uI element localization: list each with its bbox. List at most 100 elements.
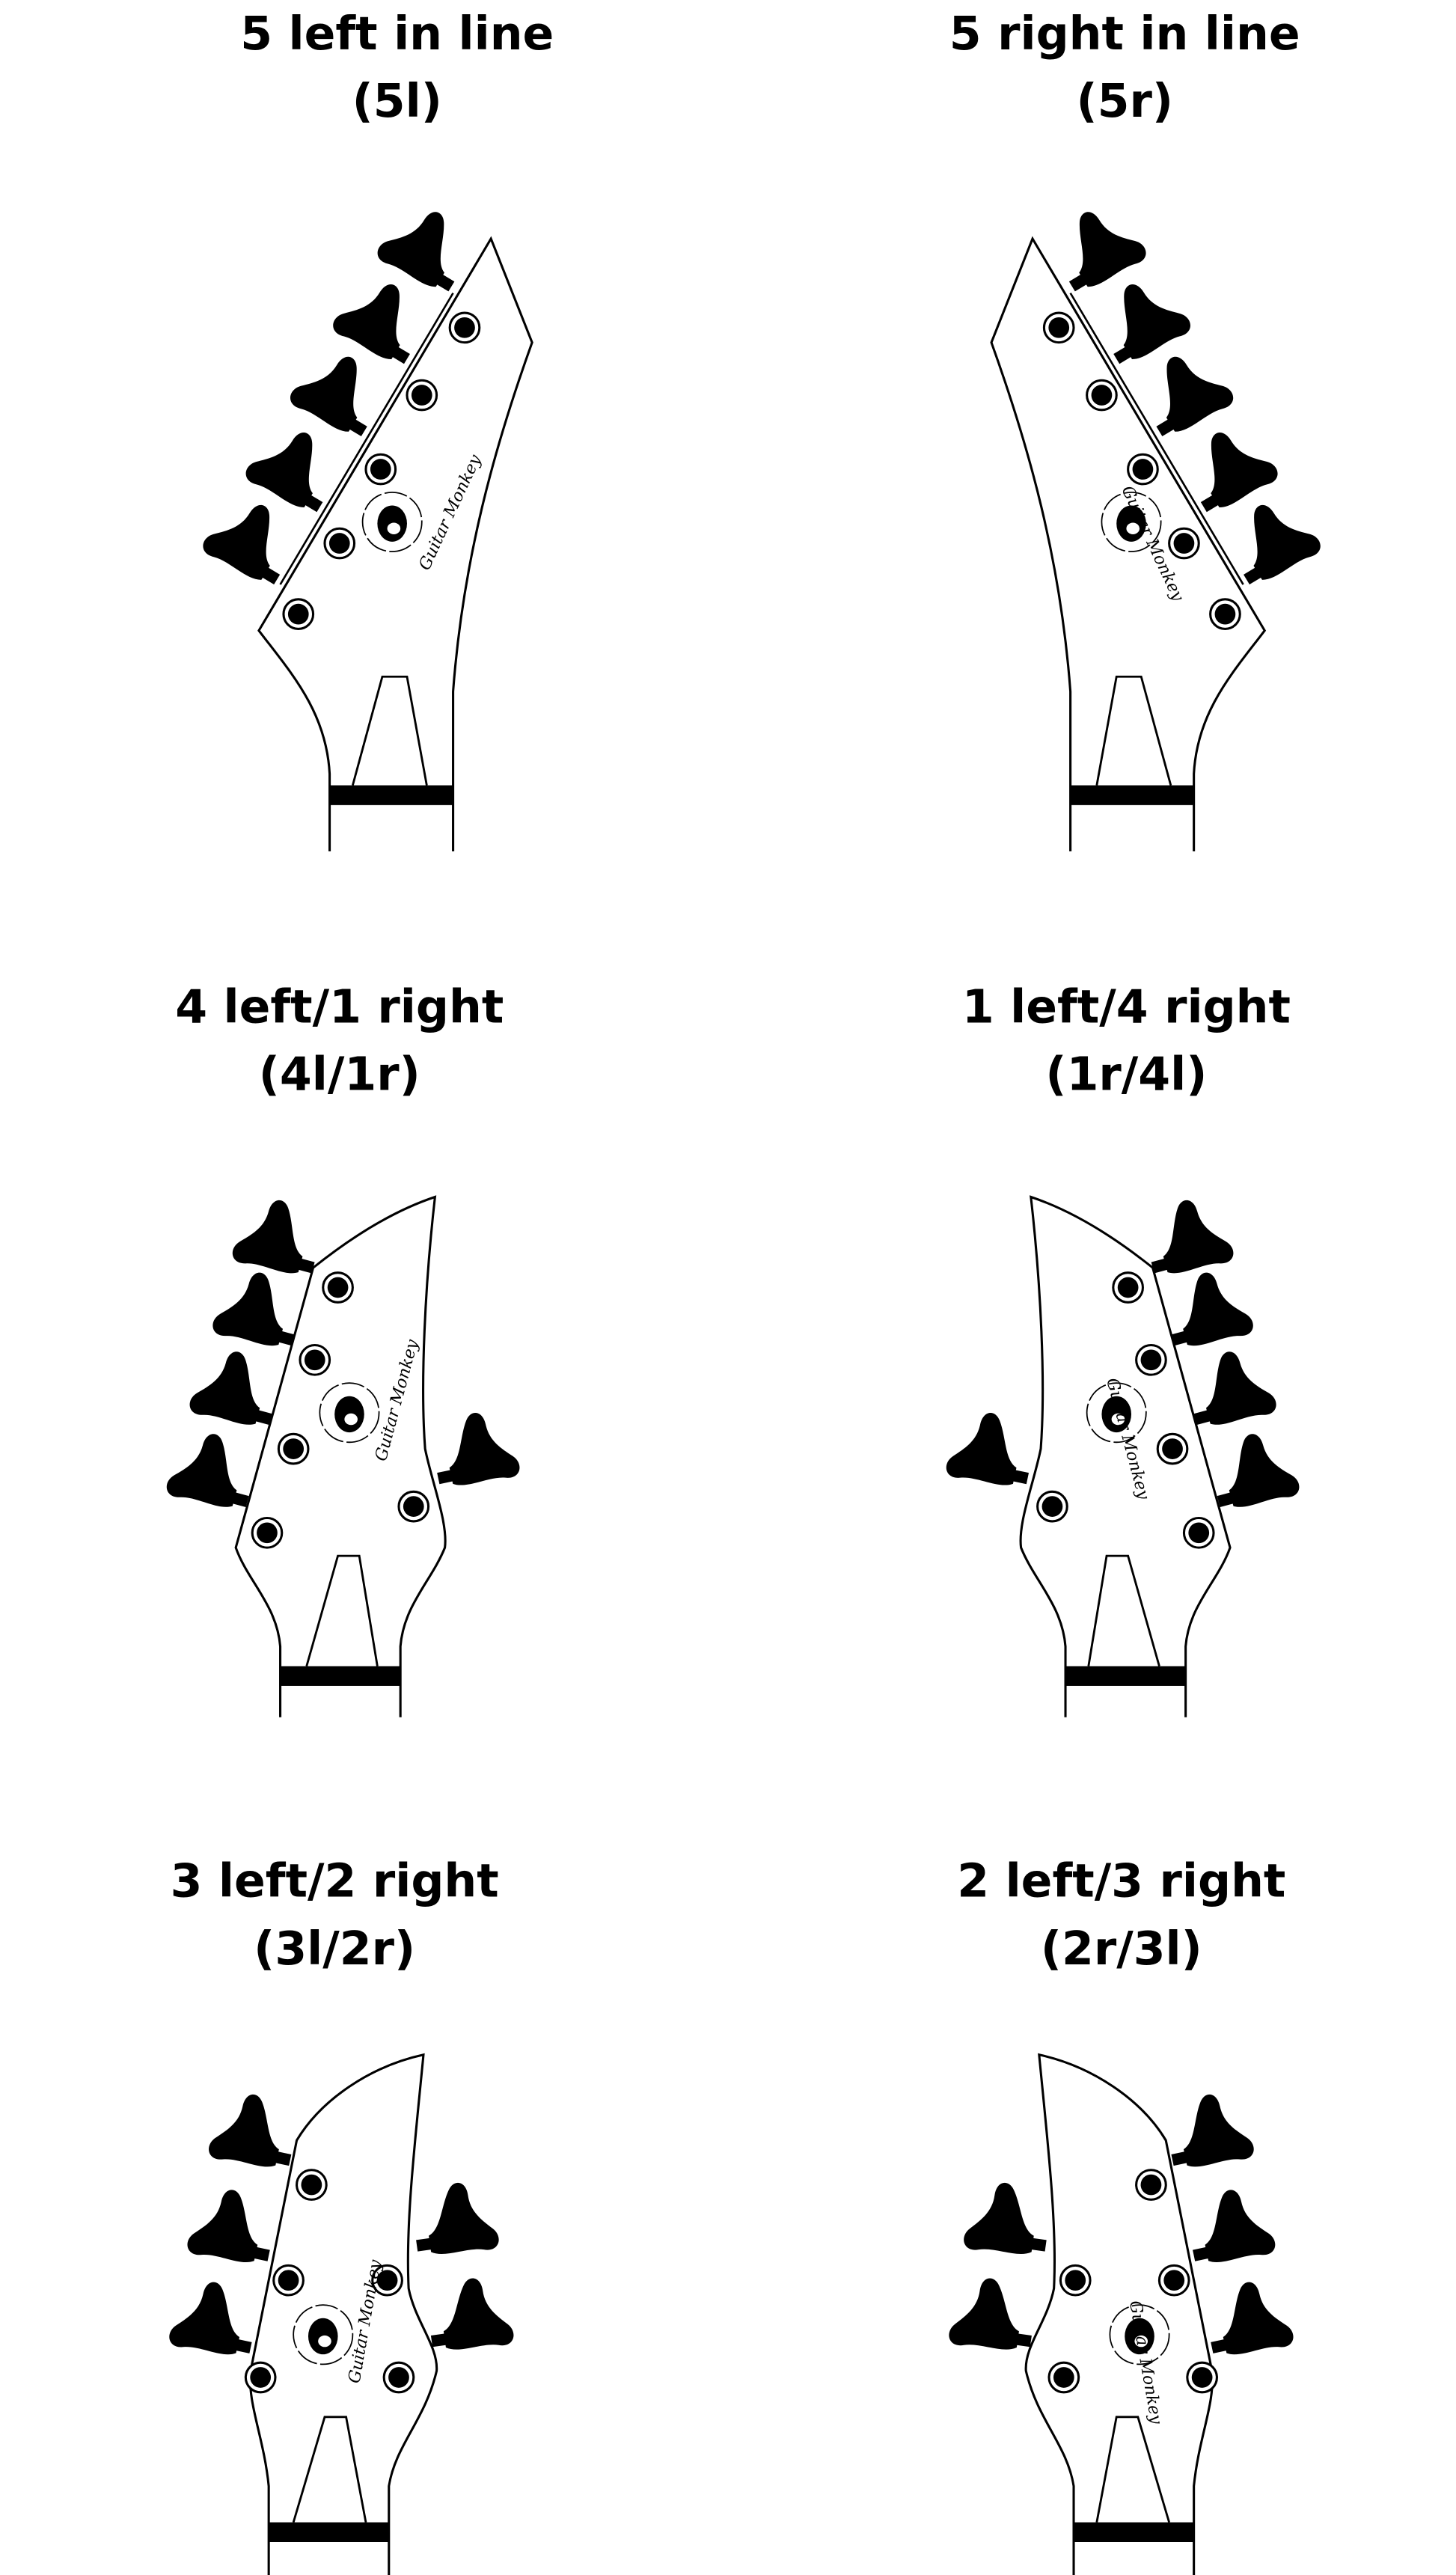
nut — [329, 785, 453, 805]
panel-title: 4 left/1 right — [175, 980, 504, 1033]
panel-3l-2r: 3 left/2 right (3l/2r) — [171, 1854, 499, 1976]
string-post-hole — [304, 1349, 325, 1371]
tuner-knob — [1211, 433, 1278, 508]
tuner-knob — [232, 1200, 303, 1274]
tuner-post — [416, 2238, 432, 2252]
tuner-knob — [1223, 2282, 1294, 2355]
string-post-hole — [328, 533, 350, 554]
tuner-button-icon — [1113, 284, 1190, 364]
tuner-knob — [964, 2183, 1034, 2255]
tuner-button-icon — [1151, 1200, 1234, 1274]
tuner-knob — [1166, 356, 1234, 432]
tuner-button-icon — [1193, 2190, 1276, 2262]
tuner-knob — [1183, 1272, 1253, 1346]
headstock-outline — [234, 1195, 447, 1717]
headstock: Guitar Monkey — [169, 2053, 514, 2575]
tuner-knob — [429, 2183, 499, 2255]
tuner-knob — [449, 1413, 520, 1485]
monkey-mouth — [318, 2335, 331, 2348]
string-post-hole — [1041, 1496, 1063, 1517]
panel-code: (3l/2r) — [254, 1922, 415, 1976]
monkey-mouth — [1134, 2335, 1148, 2348]
tuner-knob — [290, 356, 358, 432]
string-post-hole — [376, 2270, 398, 2291]
tuner-knob — [187, 2190, 258, 2262]
tuner-button-icon — [245, 433, 323, 513]
truss-rod-cover — [1095, 2416, 1171, 2523]
monkey-mouth — [344, 1413, 358, 1426]
tuner-button-icon — [232, 1200, 315, 1274]
tuner-button-icon — [1200, 433, 1278, 513]
nut — [1070, 785, 1194, 805]
tuner-post — [254, 1409, 272, 1425]
tuner-button-icon — [212, 1272, 296, 1346]
string-post-hole — [1214, 603, 1236, 625]
panel-title: 3 left/2 right — [171, 1854, 499, 1908]
panel-5r: 5 right in line (5r) — [949, 7, 1300, 128]
tuner-button-icon — [1217, 1434, 1300, 1507]
string-post-hole — [1140, 1349, 1162, 1371]
monkey-mouth — [1111, 1413, 1125, 1426]
panel-title: 2 left/3 right — [957, 1854, 1285, 1908]
tuner-post — [231, 1491, 249, 1507]
panel-4l-1r: 4 left/1 right (4l/1r) — [175, 980, 504, 1101]
tuner-knob — [1253, 504, 1321, 580]
string-post-hole — [1162, 1438, 1183, 1459]
tuner-post — [253, 2246, 270, 2261]
string-post-hole — [1117, 1277, 1139, 1298]
headstock-outline — [1019, 1195, 1232, 1717]
headstock: Guitar Monkey — [949, 2053, 1294, 2575]
tuner-button-icon — [187, 2190, 270, 2262]
truss-rod-cover — [351, 675, 428, 786]
headstock-step-line — [279, 292, 454, 585]
string-post-hole — [1140, 2174, 1162, 2196]
panel-title: 1 left/4 right — [962, 980, 1291, 1033]
panel-title: 5 left in line — [240, 7, 554, 61]
tuner-post — [1171, 2151, 1189, 2166]
tuner-button-icon — [1171, 2094, 1254, 2167]
tuner-button-icon — [430, 2278, 514, 2350]
string-post-hole — [278, 2270, 299, 2291]
tuner-button-icon — [1193, 1351, 1276, 1425]
tuner-post — [297, 1258, 315, 1274]
tuner-button-icon — [290, 356, 367, 437]
panel-1r-4l: 1 left/4 right (1r/4l) — [962, 980, 1291, 1101]
tuner-button-icon — [1156, 356, 1234, 437]
headstock: Guitar Monkey — [946, 1195, 1300, 1717]
headstock-step-line — [1069, 292, 1244, 585]
headstock-outline — [990, 236, 1267, 852]
string-post-hole — [257, 1522, 278, 1544]
tuner-button-icon — [1171, 1272, 1253, 1346]
tuner-knob — [166, 1434, 237, 1507]
monkey-mouth — [387, 522, 401, 534]
tuner-post — [1193, 2246, 1210, 2261]
string-post-hole — [388, 2367, 409, 2388]
tuner-knob — [1205, 2190, 1276, 2262]
panel-code: (5l) — [352, 74, 442, 128]
logo-ring — [319, 1382, 380, 1444]
tuner-button-icon — [377, 212, 455, 292]
truss-rod-cover — [1087, 1554, 1160, 1667]
nut — [269, 2522, 389, 2542]
string-post-hole — [403, 1496, 424, 1517]
string-post-hole — [1173, 533, 1195, 554]
tuner-knob — [203, 504, 270, 580]
string-post-hole — [1191, 2367, 1213, 2388]
tuner-post — [1030, 2238, 1047, 2252]
tuner-button-icon — [1211, 2282, 1294, 2355]
tuner-post — [1193, 1409, 1211, 1425]
panel-code: (1r/4l) — [1045, 1047, 1207, 1101]
nut — [1065, 1666, 1186, 1686]
logo-ring — [293, 2304, 354, 2365]
monkey-mouth — [1126, 522, 1140, 534]
string-post-hole — [1188, 1522, 1210, 1544]
tuner-button-icon — [949, 2278, 1032, 2350]
tuner-post — [274, 2151, 292, 2166]
tuner-button-icon — [1068, 212, 1146, 292]
tuner-button-icon — [964, 2183, 1047, 2255]
string-post-hole — [411, 385, 432, 406]
tuner-post — [430, 2333, 447, 2348]
panel-code: (2r/3l) — [1041, 1922, 1202, 1976]
tuner-post — [1015, 2333, 1032, 2348]
headstock-outline — [1024, 2053, 1214, 2575]
